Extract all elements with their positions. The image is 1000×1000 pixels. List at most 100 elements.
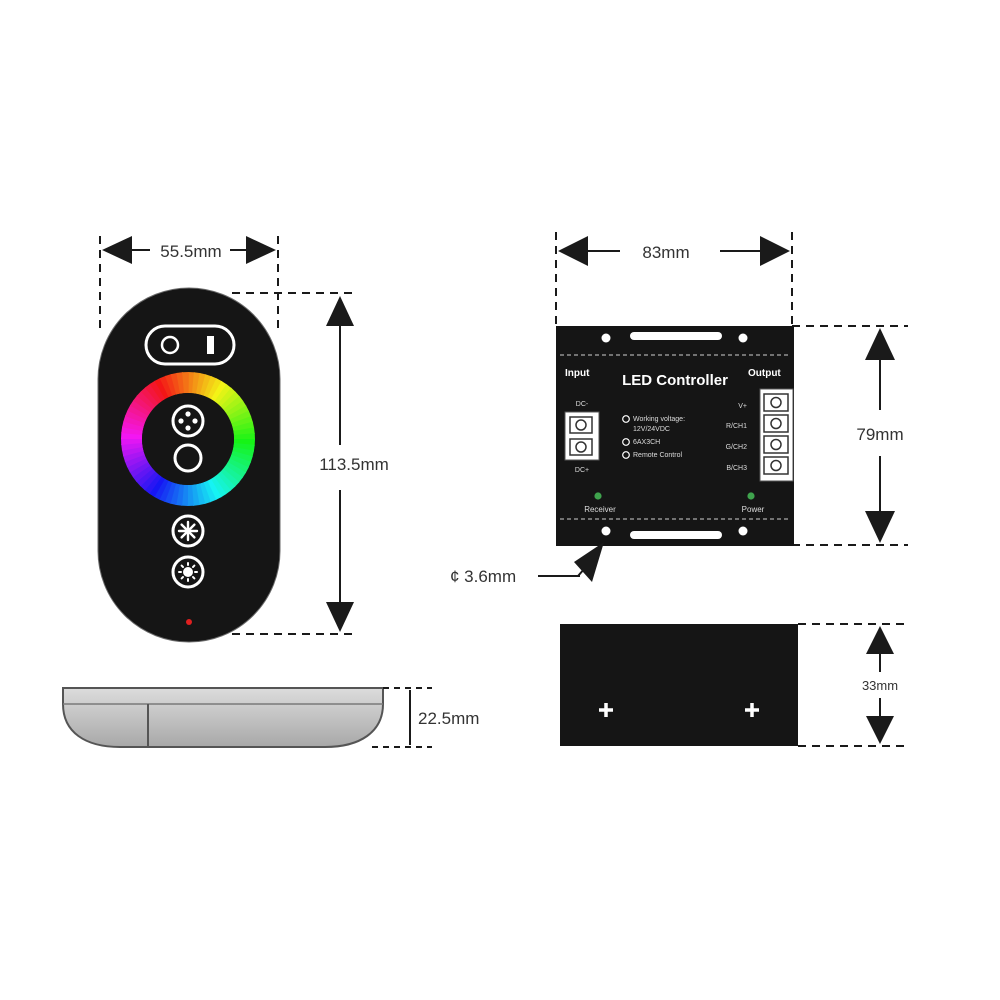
remote-dimension-arrowheads: [102, 236, 354, 632]
arrowhead-up: [865, 328, 895, 360]
mounting-hole: [601, 526, 611, 536]
color-wheel-segment: [222, 465, 243, 483]
color-wheel-segment: [229, 410, 252, 424]
input-label: Input: [565, 368, 590, 379]
controller-side-case: [560, 624, 798, 746]
mounting-slot-bottom: [630, 531, 722, 539]
color-wheel-segment: [225, 462, 247, 479]
color-wheel-segment: [136, 391, 156, 410]
color-wheel-segment: [121, 426, 143, 435]
color-wheel-segment: [217, 387, 236, 407]
color-wheel-segment: [192, 372, 201, 394]
terminal-screw-icon: [770, 438, 782, 451]
hole-callout: [538, 542, 604, 582]
color-wheel-segment: [165, 374, 177, 396]
color-wheel-segment: [211, 380, 228, 402]
terminal-screw-icon: [770, 459, 782, 472]
color-wheel-segment: [169, 483, 181, 505]
color-wheel-segment: [223, 395, 244, 414]
switch-knob-icon: [160, 335, 180, 355]
color-wheel-segment: [144, 383, 163, 404]
color-wheel-segment: [220, 468, 240, 487]
color-wheel-segment: [129, 399, 151, 416]
arrowhead-down: [866, 716, 894, 744]
color-wheel-segment: [231, 450, 253, 463]
dc-minus-label: DC-: [576, 401, 589, 408]
mounting-hole: [601, 333, 611, 343]
indicator-led-red: [186, 619, 192, 625]
color-wheel-segment: [175, 484, 184, 506]
remote-thickness-label: 22.5mm: [418, 709, 479, 728]
channel-label-b: B/CH3: [726, 465, 747, 472]
color-wheel-segment: [210, 476, 227, 498]
spec-line-voltage: Working voltage:: [633, 416, 685, 423]
sun-bright-icon: [177, 520, 199, 542]
onoff-button-icon: [173, 443, 203, 473]
color-wheel-segment: [122, 420, 144, 432]
mounting-hole: [738, 333, 748, 343]
spec-line-voltage-value: 12V/24VDC: [633, 426, 670, 433]
arrowhead-down: [865, 511, 895, 543]
arrowhead-right: [760, 236, 790, 266]
remote-height-label: 113.5mm: [319, 455, 389, 474]
color-wheel-segment: [191, 484, 200, 506]
color-wheel-segment: [227, 405, 250, 421]
color-wheel-segment: [199, 482, 211, 504]
controller-dimension-lines: [555, 232, 908, 546]
plus-marker-icon: [599, 703, 759, 717]
color-wheel-segment: [170, 372, 181, 395]
color-wheel-segment: [124, 454, 147, 468]
color-wheel-segment: [125, 409, 147, 424]
remote-side-profile: [62, 687, 384, 748]
terminal-screw-icon: [575, 441, 587, 453]
color-wheel-segment: [207, 378, 223, 400]
remote-side-view: [62, 687, 384, 748]
controller-title: LED Controller: [622, 372, 728, 389]
color-wheel-segment: [144, 473, 162, 494]
mode-button-icon: [171, 404, 205, 438]
color-wheel-segment: [136, 468, 156, 487]
color-wheel-segment: [126, 457, 149, 473]
controller-body: LED Controller Input Output DC- DC+ Work…: [556, 326, 794, 546]
arrowhead-left: [102, 236, 132, 264]
color-wheel-segment: [158, 480, 173, 502]
channel-label-r: R/CH1: [726, 423, 747, 430]
receiver-label: Receiver: [584, 505, 616, 514]
color-wheel-segment: [229, 454, 251, 469]
dc-plus-label: DC+: [575, 467, 589, 474]
arrowhead-up: [866, 626, 894, 654]
color-wheel-segment: [227, 458, 249, 474]
receiver-indicator-led: [594, 492, 602, 500]
controller-dimension-arrowheads: [558, 236, 895, 543]
remote-body: [97, 287, 281, 643]
spec-line-remote: Remote Control: [633, 452, 682, 459]
power-label: Power: [742, 505, 765, 514]
color-wheel-segment: [199, 374, 212, 396]
color-wheel-segment: [140, 471, 159, 491]
color-wheel-segment: [187, 484, 194, 506]
sun-dim-icon: [178, 562, 198, 582]
switch-indicator-icon: [207, 336, 214, 354]
mounting-hole: [738, 526, 748, 536]
color-wheel-segment: [129, 461, 151, 478]
brightness-up-button-icon: [171, 514, 205, 548]
color-wheel-segment: [232, 446, 254, 458]
color-wheel-segment: [123, 450, 145, 462]
arrowhead-down: [326, 602, 354, 632]
color-wheel-segment: [176, 372, 185, 394]
channel-label-g: G/CH2: [726, 444, 748, 451]
color-wheel-segment: [182, 372, 189, 394]
output-terminal-screws: [763, 393, 789, 475]
color-wheel-segment: [121, 442, 143, 451]
color-wheel-segment: [164, 482, 177, 504]
color-wheel-segment: [203, 376, 218, 398]
color-wheel-segment: [233, 427, 255, 436]
arrowhead-up: [326, 296, 354, 326]
color-wheel-segment: [121, 438, 143, 445]
controller-depth-arrowheads: [866, 626, 894, 744]
color-wheel-segment: [121, 446, 144, 457]
color-wheel-segment: [231, 416, 253, 428]
controller-depth-label: 33mm: [862, 678, 898, 693]
remote-thickness-lines: [372, 687, 432, 748]
